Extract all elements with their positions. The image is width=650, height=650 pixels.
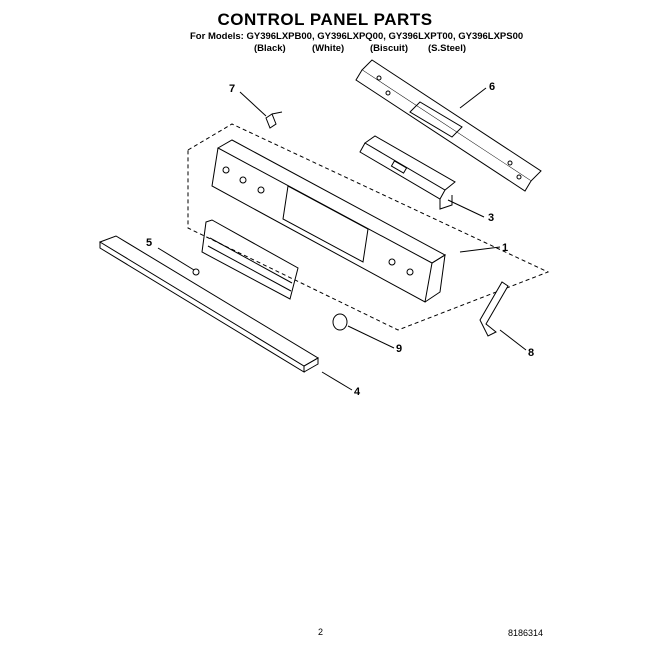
finish-biscuit: (Biscuit) xyxy=(370,43,408,54)
callout-1: 1 xyxy=(502,242,508,254)
callout-6: 6 xyxy=(489,81,495,93)
callout-9: 9 xyxy=(396,343,402,355)
finish-stainless: (S.Steel) xyxy=(428,43,467,54)
display-bracket xyxy=(359,135,456,210)
callout-3: 3 xyxy=(488,212,494,224)
models-line: For Models: GY396LXPB00, GY396LXPQ00, GY… xyxy=(190,31,524,42)
assembly-outline xyxy=(187,123,550,331)
control-panel-housing xyxy=(211,139,447,303)
callout-8: 8 xyxy=(528,347,534,359)
touch-overlay xyxy=(201,219,299,300)
callout-7: 7 xyxy=(229,83,235,95)
screw-part-5 xyxy=(192,268,200,276)
page-number: 2 xyxy=(318,627,324,637)
callout-4: 4 xyxy=(354,386,361,398)
page-title: CONTROL PANEL PARTS xyxy=(217,10,433,29)
document-code: 8186314 xyxy=(508,628,544,638)
side-bracket-part-8 xyxy=(479,281,509,337)
callout-5: 5 xyxy=(146,237,152,249)
finish-white: (White) xyxy=(312,43,345,54)
clip-part-7 xyxy=(265,111,283,129)
back-trim-plate xyxy=(355,59,542,192)
finish-black: (Black) xyxy=(254,43,286,54)
lower-trim-strip xyxy=(98,235,319,373)
knob-part-9 xyxy=(332,313,348,331)
